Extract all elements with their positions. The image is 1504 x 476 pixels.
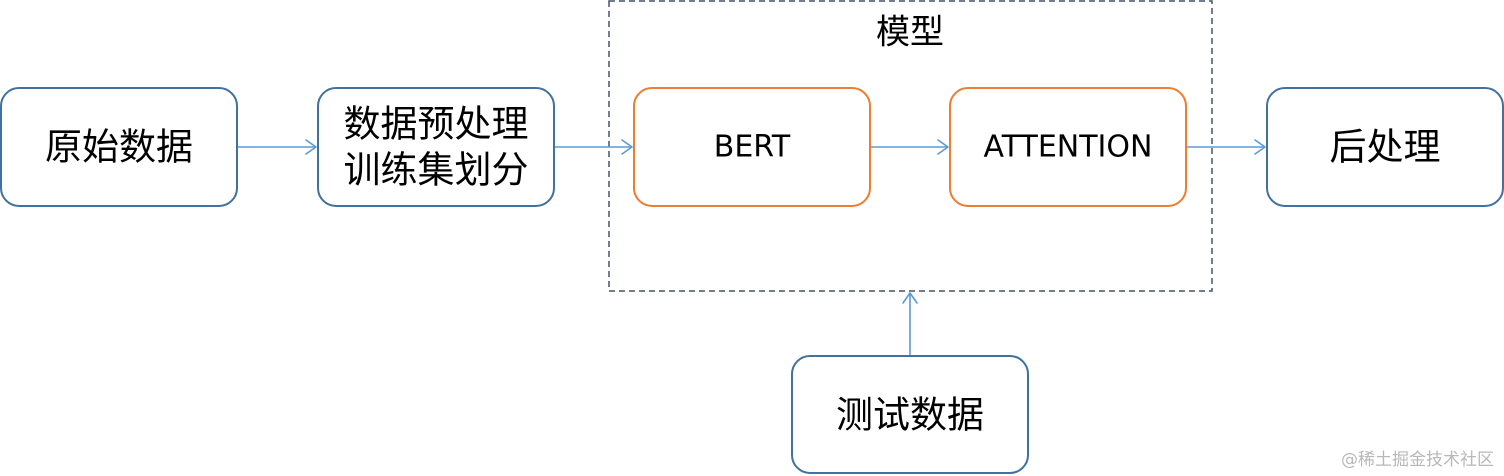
arrowhead [1254, 139, 1266, 155]
node-label-line2: 训练集划分 [344, 149, 529, 192]
node-label: 原始数据 [45, 126, 193, 169]
arrowhead [937, 139, 949, 155]
arrowhead [902, 292, 918, 304]
watermark: @稀土掘金技术社区 [1341, 450, 1494, 470]
node-box [633, 87, 871, 207]
edge-test-to-model [902, 292, 918, 355]
arrowhead [621, 139, 633, 155]
node-label: 后处理 [1330, 126, 1441, 169]
arrowhead [305, 139, 317, 155]
node-label: ATTENTION [984, 130, 1153, 165]
model-group-label: 模型 [876, 13, 944, 53]
node-bert: BERT [633, 87, 871, 207]
node-attention: ATTENTION [949, 87, 1187, 207]
edges [238, 139, 1266, 355]
node-postprocess: 后处理 [1266, 87, 1504, 207]
model-group: 模型 [608, 0, 1213, 292]
node-label: BERT [714, 130, 791, 165]
node-box [1266, 87, 1504, 207]
node-box [791, 355, 1029, 474]
node-box [949, 87, 1187, 207]
node-preprocess: 数据预处理 训练集划分 [317, 87, 555, 207]
node-label: 测试数据 [836, 394, 984, 437]
edge-bert-to-attention [870, 139, 949, 155]
edge-raw-to-preprocess [238, 139, 317, 155]
node-box [0, 87, 238, 207]
edge-preprocess-to-bert [554, 139, 633, 155]
node-test-data: 测试数据 [791, 355, 1029, 474]
model-group-border [608, 0, 1213, 292]
node-raw-data: 原始数据 [0, 87, 238, 207]
edge-attention-to-postprocess [1187, 139, 1266, 155]
node-label-line1: 数据预处理 [344, 103, 529, 146]
node-box [317, 87, 555, 207]
